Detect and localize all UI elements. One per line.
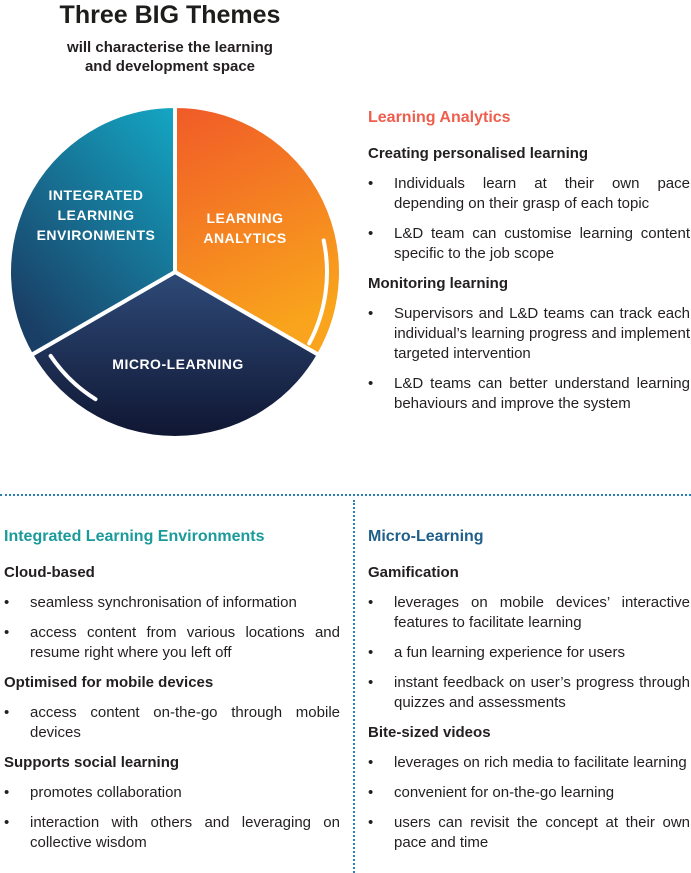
- bullet-list: leverages on rich media to facilitate le…: [368, 753, 690, 853]
- bullet-item: a fun learning experience for users: [368, 643, 690, 663]
- micro-learning-panel: Micro-Learning Gamification leverages on …: [368, 527, 690, 863]
- segment-label: ANALYTICS: [203, 230, 286, 246]
- vertical-divider: [353, 500, 355, 873]
- bullet-item: convenient for on-the-go learning: [368, 783, 690, 803]
- pie-segment: [173, 104, 343, 357]
- group-heading: Optimised for mobile devices: [4, 674, 214, 691]
- pie-segment: [7, 104, 177, 357]
- bullet-item: L&D team can customise learning content …: [368, 224, 690, 264]
- page-subtitle: will characterise the learning and devel…: [0, 38, 340, 76]
- decorative-arc: [307, 238, 329, 346]
- subtitle-line-2: and development space: [84, 58, 256, 75]
- bullet-item: instant feedback on user’s progress thro…: [368, 673, 690, 713]
- group-heading: Creating personalised learning: [368, 145, 589, 162]
- bullet-list: seamless synchronisation of information a…: [4, 593, 340, 663]
- bullet-item: leverages on mobile devices’ interactive…: [368, 593, 690, 633]
- bullet-item: Supervisors and L&D teams can track each…: [368, 304, 690, 364]
- integrated-learning-title: Integrated Learning Environments: [4, 528, 265, 545]
- learning-analytics-groups: Creating personalised learningIndividual…: [368, 144, 690, 414]
- subtitle-line-1: will characterise the learning: [67, 39, 273, 56]
- segment-label: INTEGRATED: [49, 187, 144, 203]
- segment-label: LEARNING: [206, 210, 283, 226]
- bullet-item: promotes collaboration: [4, 783, 340, 803]
- bullet-list: promotes collaboration interaction with o…: [4, 783, 340, 853]
- decorative-arc: [48, 353, 98, 402]
- bullet-list: leverages on mobile devices’ interactive…: [368, 593, 690, 713]
- horizontal-divider: [0, 494, 691, 496]
- group-heading: Bite-sized videos: [368, 724, 491, 741]
- segment-label: ENVIRONMENTS: [37, 227, 156, 243]
- group-heading: Gamification: [368, 564, 459, 581]
- learning-analytics-panel: Learning Analytics Creating personalised…: [368, 108, 690, 424]
- bullet-item: Individuals learn at their own pace depe…: [368, 174, 690, 214]
- bullet-item: interaction with others and leveraging o…: [4, 813, 340, 853]
- group-heading: Cloud-based: [4, 564, 95, 581]
- bullet-list: access content on-the-go through mobile …: [4, 703, 340, 743]
- themes-pie-diagram: LEARNING ANALYTICS MICRO-LEARNING INTEGRATE…: [7, 104, 343, 440]
- bullet-item: leverages on rich media to facilitate le…: [368, 753, 690, 773]
- bullet-list: Supervisors and L&D teams can track each…: [368, 304, 690, 414]
- bullet-item: L&D teams can better understand learning…: [368, 374, 690, 414]
- group-heading: Supports social learning: [4, 754, 180, 771]
- segment-label: MICRO-LEARNING: [112, 356, 243, 372]
- bullet-item: access content on-the-go through mobile …: [4, 703, 340, 743]
- bullet-item: access content from various locations an…: [4, 623, 340, 663]
- micro-learning-groups: Gamification leverages on mobile devices’…: [368, 563, 690, 853]
- integrated-learning-panel: Integrated Learning Environments Cloud-b…: [4, 527, 340, 863]
- group-heading: Monitoring learning: [368, 275, 508, 292]
- segment-label: LEARNING: [57, 207, 134, 223]
- learning-analytics-title: Learning Analytics: [368, 109, 511, 126]
- pie-segment: [29, 270, 321, 440]
- page-title: Three BIG Themes: [59, 1, 281, 29]
- integrated-learning-groups: Cloud-based seamless synchronisation of i…: [4, 563, 340, 853]
- micro-learning-title: Micro-Learning: [368, 528, 484, 545]
- bullet-item: seamless synchronisation of information: [4, 593, 340, 613]
- bullet-item: users can revisit the concept at their o…: [368, 813, 690, 853]
- bullet-list: Individuals learn at their own pace depe…: [368, 174, 690, 264]
